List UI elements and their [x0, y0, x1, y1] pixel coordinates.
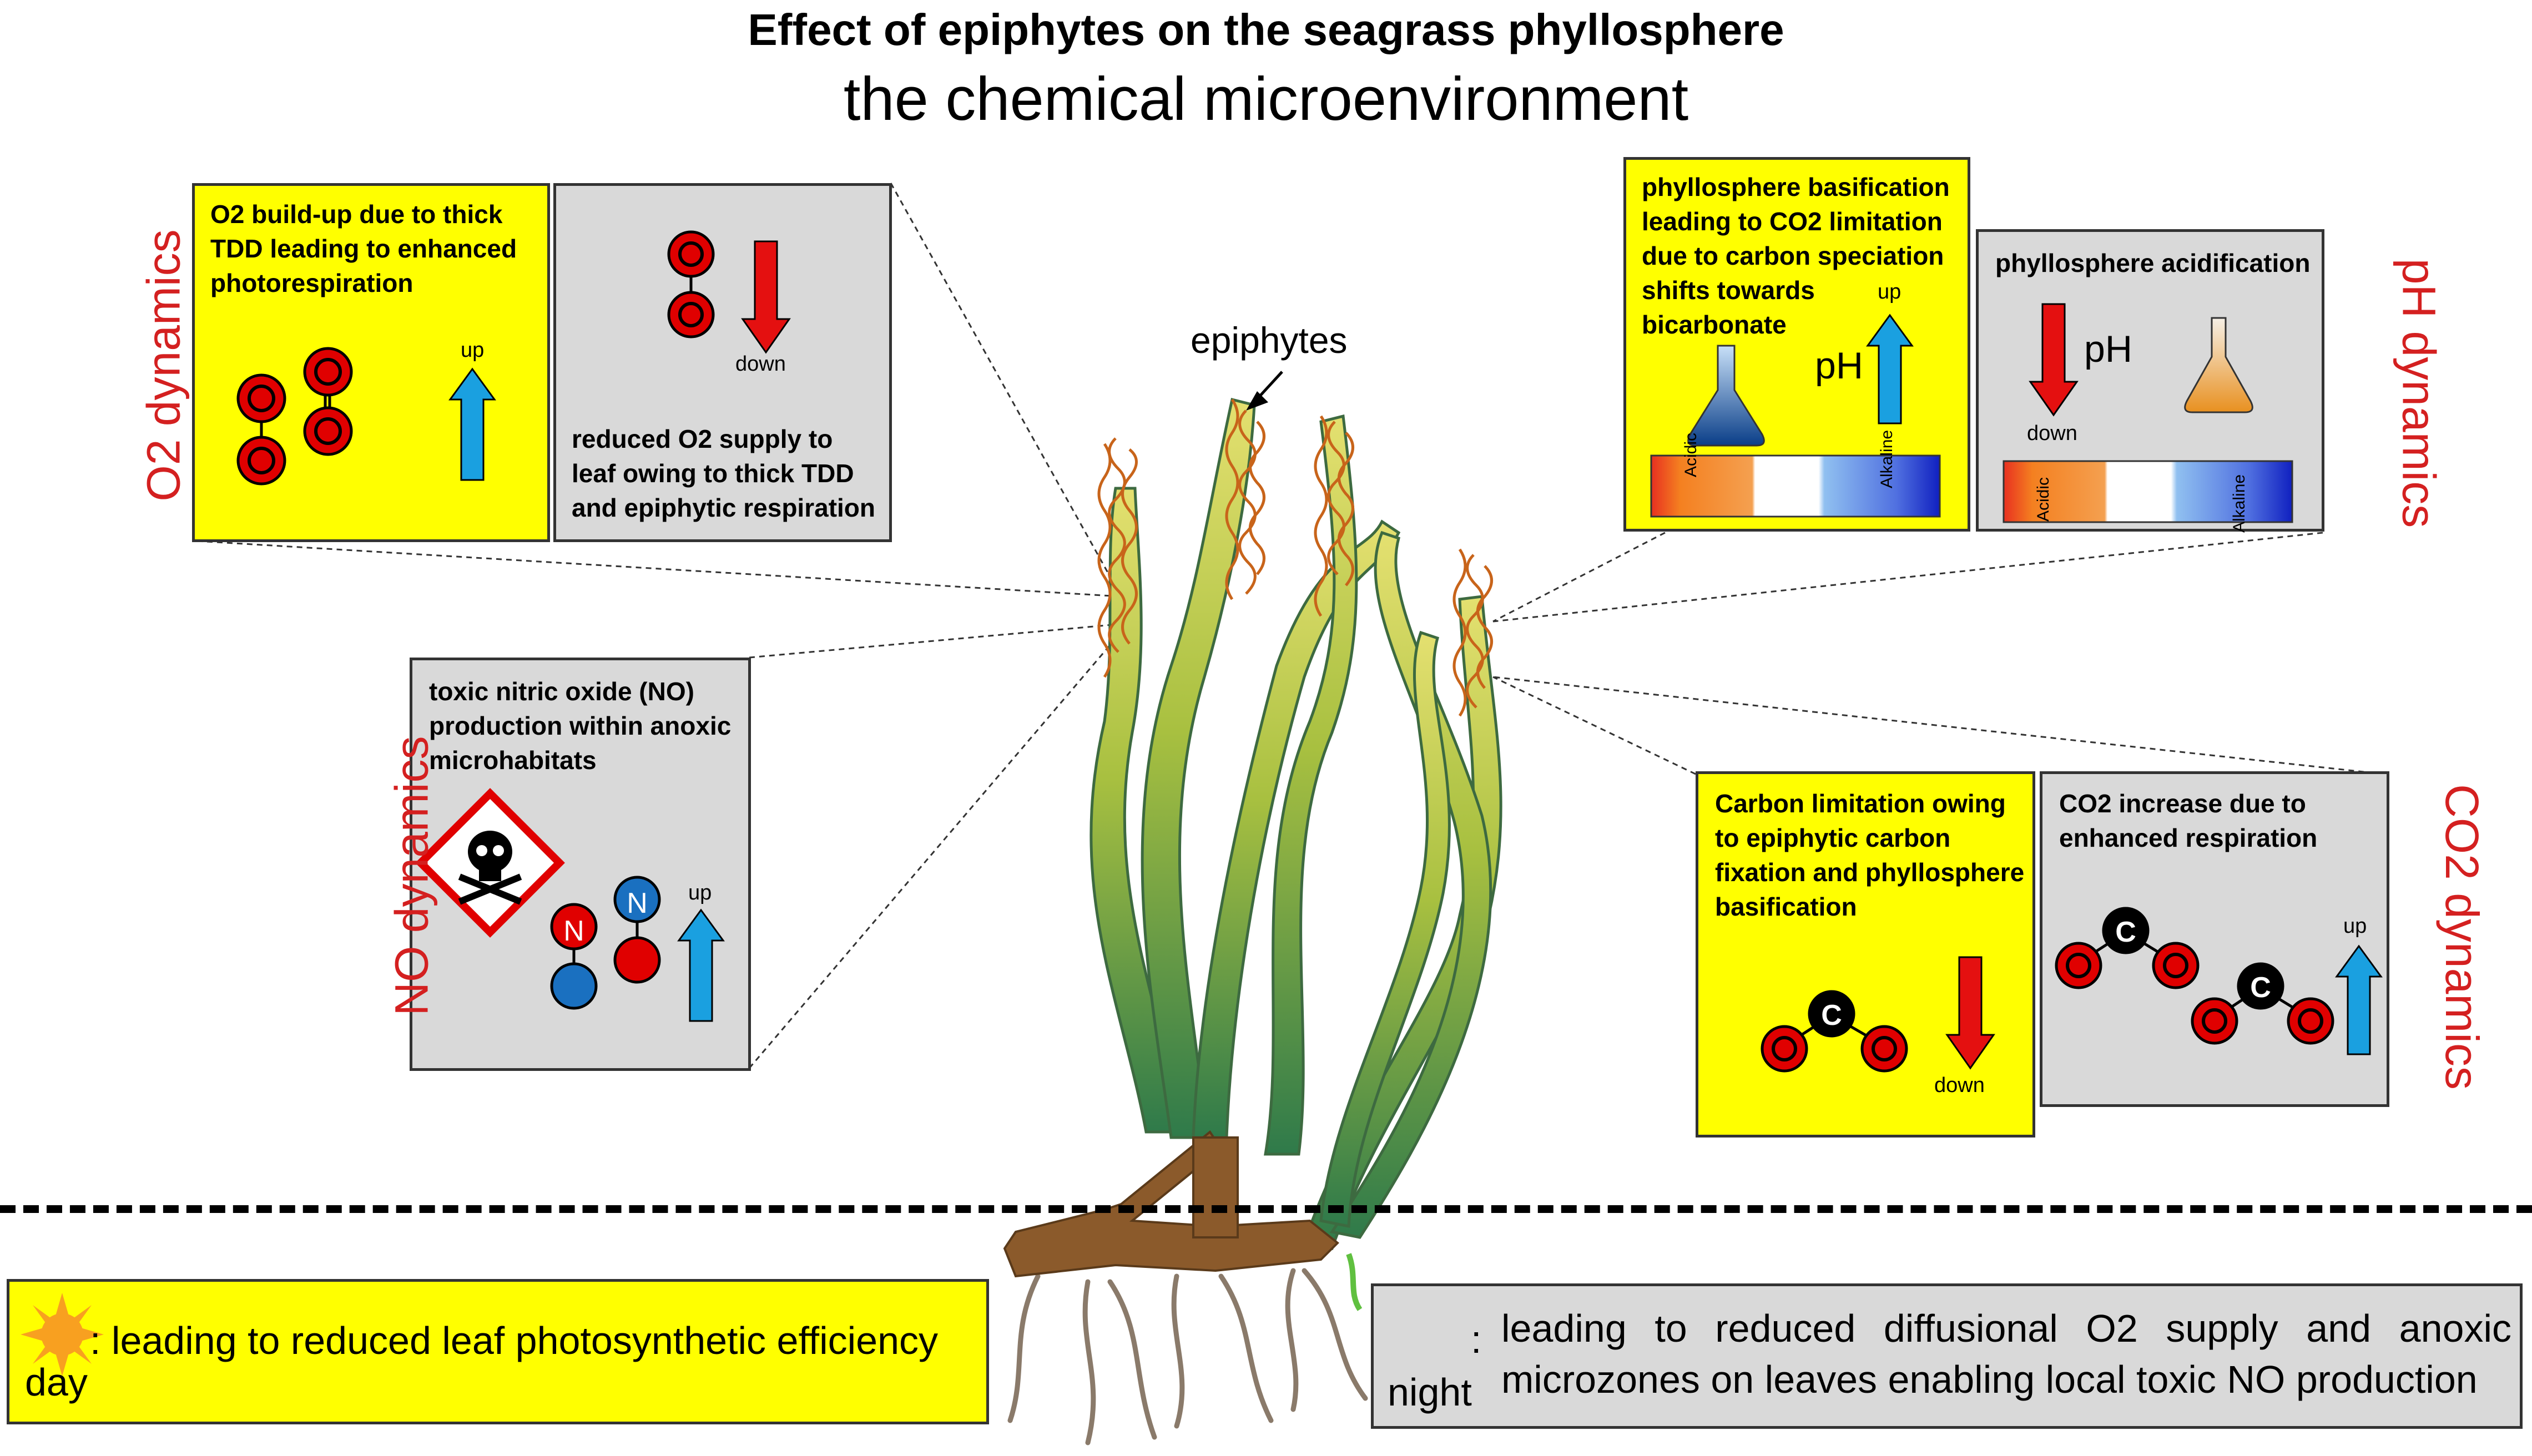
orange-flask-icon — [2184, 317, 2253, 413]
epiphyte-squiggles — [1097, 398, 1493, 717]
moon-icon — [1415, 1297, 1451, 1369]
o2-grey-panel: reduced O2 supply to leaf owing to thick… — [553, 183, 892, 542]
co2-yellow-text: Carbon limitation owing to epiphytic car… — [1715, 789, 2025, 921]
ph-yellow-text: phyllosphere basification leading to CO2… — [1642, 173, 1950, 339]
seagrass-leaves — [1090, 397, 1502, 1250]
co2-grey-text: CO2 increase due to enhanced respiration — [2059, 789, 2318, 852]
co2-grey-c2-letter: C — [2250, 972, 2271, 1004]
co2-yellow-c-letter: C — [1821, 999, 1842, 1032]
no-molecule-n2-letter: N — [627, 887, 648, 919]
o2-grey-arrow-label: down — [735, 352, 786, 376]
o2-yellow-arrow-label: up — [461, 338, 485, 362]
co2-grey-panel: CO2 increase due to enhanced respiration — [2040, 771, 2389, 1107]
ph-yellow-ph-label: pH — [1815, 345, 1863, 387]
co2-yellow-graphics — [1761, 956, 1995, 1073]
ph-dynamics-label: pH dynamics — [2393, 258, 2445, 528]
night-text: leading to reduced diffusional O2 supply… — [1501, 1307, 2511, 1401]
ph-grey-ph-label: pH — [2084, 328, 2132, 370]
day-label: day — [25, 1361, 88, 1404]
ph-grey-arrow-label: down — [2027, 422, 2077, 445]
night-colon: : — [1471, 1318, 1482, 1361]
co2-grey-arrow-label: up — [2343, 914, 2367, 938]
ph-yellow-scale-acidic: Acidic — [1682, 432, 1700, 477]
o2-yellow-graphics — [236, 347, 496, 486]
epiphytes-pointer — [1246, 371, 1283, 411]
diagram-subtitle: the chemical microenvironment — [843, 65, 1689, 133]
sun-icon — [21, 1293, 104, 1376]
no-text: toxic nitric oxide (NO) production withi… — [429, 677, 732, 775]
co2-yellow-panel: Carbon limitation owing to epiphytic car… — [1696, 771, 2035, 1138]
connector-lines — [196, 183, 2384, 1069]
ph-yellow-arrow-label: up — [1878, 280, 1901, 304]
o2-dynamics-label: O2 dynamics — [137, 229, 190, 502]
ph-yellow-graphics — [1650, 314, 1941, 518]
roots — [1007, 1268, 1368, 1445]
blue-flask-icon — [1687, 345, 1765, 447]
diagram-title: Effect of epiphytes on the seagrass phyl… — [748, 5, 1784, 54]
ph-grey-scale-acidic: Acidic — [2034, 477, 2052, 522]
no-graphics — [415, 788, 725, 1022]
ph-grey-graphics — [2003, 303, 2293, 523]
co2-grey-graphics — [2055, 907, 2383, 1055]
co2-grey-c1-letter: C — [2115, 916, 2136, 948]
ph-grey-text: phyllosphere acidification — [1995, 249, 2311, 277]
day-text: : leading to reduced leaf photosynthetic… — [90, 1319, 939, 1362]
day-box: : leading to reduced leaf photosynthetic… — [7, 1279, 989, 1424]
no-arrow-label: up — [688, 881, 712, 904]
ph-grey-scale-alkaline: Alkaline — [2230, 474, 2248, 533]
o2-yellow-text: O2 build-up due to thick TDD leading to … — [210, 200, 517, 297]
toxic-hazard-icon — [415, 788, 565, 938]
night-label: night — [1388, 1371, 1472, 1414]
o2-grey-graphics — [667, 230, 791, 354]
no-dynamics-label: NO dynamics — [385, 736, 438, 1016]
sediment-line — [0, 1205, 2532, 1213]
epiphytes-label: epiphytes — [1191, 320, 1348, 361]
o2-grey-text: reduced O2 supply to leaf owing to thick… — [572, 424, 875, 522]
no-molecule-n-letter: N — [563, 915, 584, 947]
ph-yellow-scale-alkaline: Alkaline — [1878, 429, 1896, 488]
night-box: : night leading to reduced diffusional O… — [1371, 1283, 2523, 1429]
co2-dynamics-label: CO2 dynamics — [2435, 784, 2488, 1090]
co2-yellow-arrow-label: down — [1934, 1074, 1985, 1097]
